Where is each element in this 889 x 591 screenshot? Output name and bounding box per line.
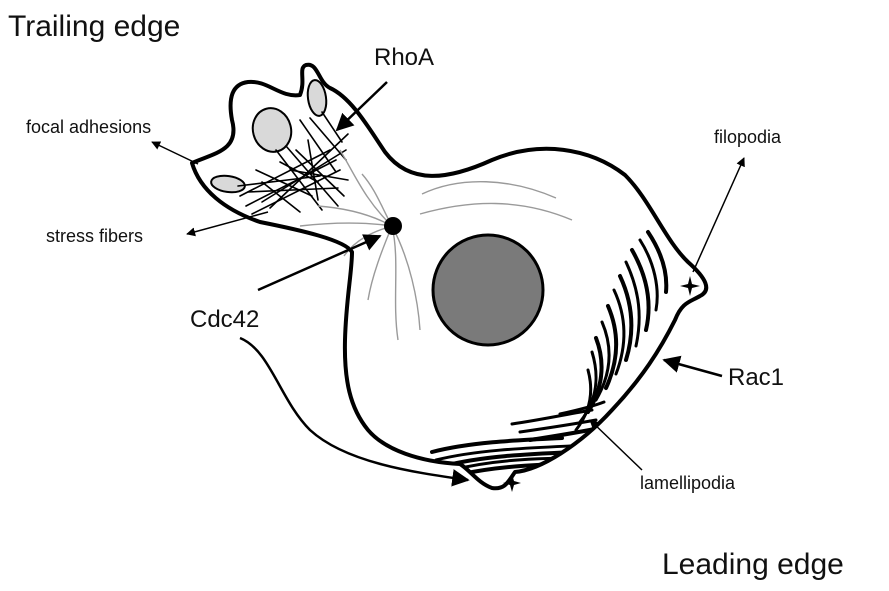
stress-fibers-label: stress fibers [46, 226, 143, 247]
lamellipodia-label: lamellipodia [640, 473, 735, 494]
trailing-edge-label: Trailing edge [8, 10, 180, 44]
stress-fibers-arrow [187, 212, 268, 234]
filopodia-label: filopodia [714, 127, 781, 148]
cdc42-label: Cdc42 [190, 306, 259, 334]
rac1-arrow [664, 360, 722, 376]
rac1-label: Rac1 [728, 364, 784, 392]
rhoa-label: RhoA [374, 44, 434, 72]
filopodia-arrow [693, 158, 744, 272]
nucleus [433, 235, 543, 345]
focal-adhesions-arrow [152, 142, 198, 164]
focal-adhesions-label: focal adhesions [26, 117, 151, 138]
lamellipodia-arrow [590, 420, 642, 470]
mtoc-dot [384, 217, 402, 235]
leading-edge-label: Leading edge [662, 548, 844, 582]
